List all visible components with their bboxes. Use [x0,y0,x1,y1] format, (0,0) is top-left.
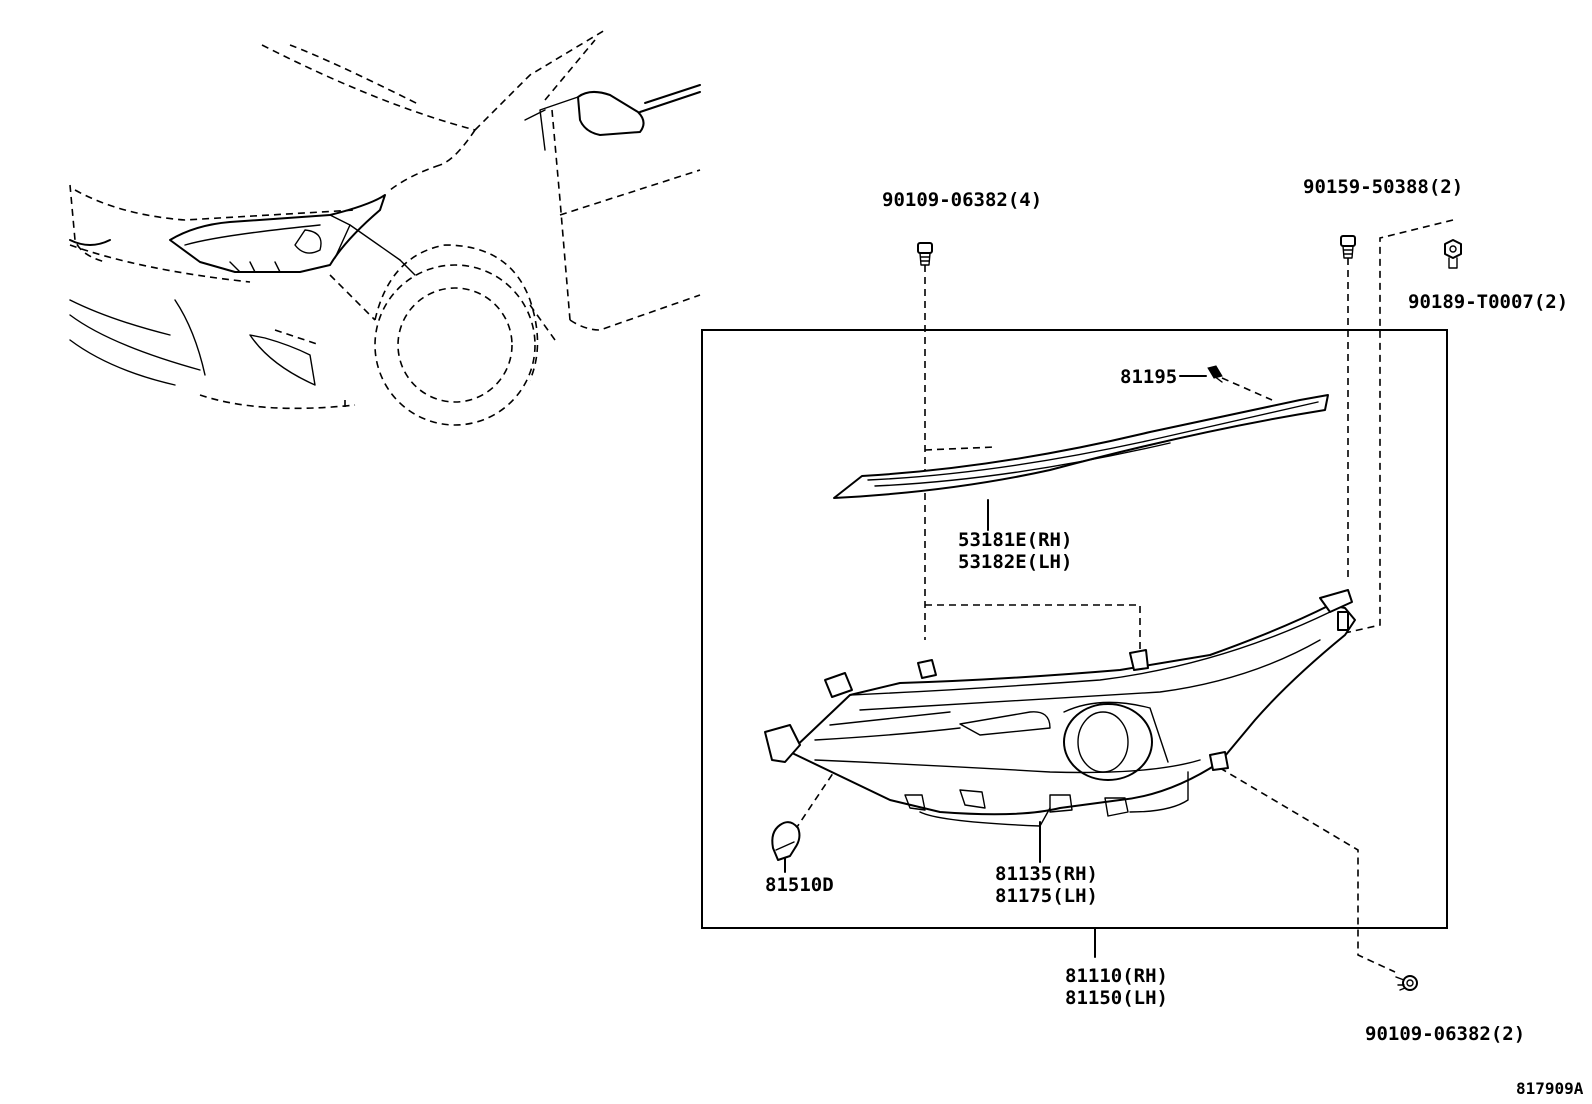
bolt-top-right-icon [1340,235,1356,259]
diagram-code: 817909A [1516,1079,1584,1098]
label-nut-right: 90189-T0007(2) [1408,291,1568,313]
garnish-strip-illustration [833,394,1329,499]
label-screw: 81195 [1120,366,1177,388]
label-garnish-lh: 53182E(LH) [958,551,1072,573]
dashed-assembly-lines [794,219,1454,973]
label-garnish-rh: 53181E(RH) [958,529,1072,551]
label-bolt-top-left: 90109-06382(4) [882,189,1042,211]
label-assembly-lh: 81150(LH) [1065,987,1168,1009]
label-bolt-top-right: 90159-50388(2) [1303,176,1463,198]
label-bolt-bottom-right: 90109-06382(2) [1365,1023,1525,1045]
vehicle-front-illustration [69,29,701,426]
bolt-top-left-icon [917,242,933,266]
label-assembly-rh: 81110(RH) [1065,965,1168,987]
nut-right-icon [1444,239,1462,269]
assembly-boundary-box [701,329,1448,929]
bolt-bottom-right-icon [1395,975,1418,991]
screw-81195-icon [1207,365,1223,383]
label-leader-lines [784,375,1207,958]
label-lamp-unit-rh: 81135(RH) [995,863,1098,885]
label-bulb: 81510D [765,874,834,896]
bulb-icon [771,821,801,861]
headlamp-unit-illustration [764,589,1356,827]
label-lamp-unit-lh: 81175(LH) [995,885,1098,907]
